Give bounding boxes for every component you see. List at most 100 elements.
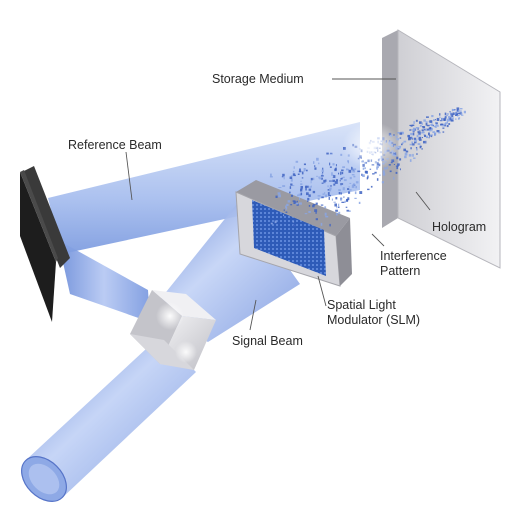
reference-beam [48,122,360,254]
interference-speckle [340,184,342,187]
interference-speckle [396,166,399,170]
interference-speckle [340,192,342,195]
interference-speckle [325,194,327,198]
interference-speckle [418,130,421,132]
interference-speckle [305,185,307,188]
interference-speckle [321,196,324,199]
interference-speckle [411,124,415,126]
interference-speckle [379,174,381,176]
interference-speckle [393,164,395,165]
interference-speckle [413,157,416,159]
interference-speckle [317,197,320,201]
interference-speckle [312,177,315,181]
interference-speckle [349,176,352,180]
interference-speckle [409,129,412,131]
interference-speckle [278,194,281,198]
interference-speckle [448,115,450,119]
interference-speckle [341,169,344,172]
interference-speckle [404,155,407,159]
interference-speckle [318,176,321,179]
interference-speckle [399,168,401,171]
interference-speckle [426,135,428,138]
interference-speckle [347,188,350,190]
interference-speckle [324,192,326,194]
interference-speckle [289,176,293,179]
interference-speckle [421,131,425,134]
mirror [20,166,70,322]
interference-speckle [334,168,337,171]
interference-speckle [296,200,298,203]
interference-speckle [420,132,423,134]
interference-speckle [409,124,412,126]
interference-speckle [329,180,332,182]
interference-speckle [442,127,445,129]
leader-slm [317,275,327,307]
interference-speckle [446,113,449,115]
interference-speckle [321,177,323,180]
interference-speckle [430,134,433,136]
interference-speckle [335,197,338,200]
interference-speckle [301,171,304,175]
interference-speckle [433,119,435,121]
interference-speckle [310,177,313,181]
interference-pattern-label-line2: Pattern [380,264,421,278]
interference-speckle [422,126,425,129]
leader-lines [125,78,431,331]
interference-pattern-label-line1: Interference [380,249,447,263]
interference-speckle [290,178,293,182]
interference-speckle [415,147,418,149]
interference-speckle [335,212,338,216]
interference-speckle [444,118,446,121]
beam-splitter-cube [130,290,216,370]
interference-speckle [452,112,455,115]
interference-speckle [426,128,429,131]
interference-speckle [316,157,319,161]
interference-speckle [409,143,413,146]
interference-speckle [290,204,293,206]
interference-speckle [282,185,286,187]
interference-speckle [292,170,295,173]
interference-speckle [438,131,441,134]
interference-speckle [327,189,331,191]
interference-speckle [416,153,418,155]
interference-speckle [430,127,433,131]
interference-speckle [297,194,299,197]
interference-speckle [333,183,336,186]
interference-speckle [416,134,419,138]
interference-speckle [414,139,417,143]
interference-speckle [326,152,329,155]
interference-speckle [429,127,432,129]
interference-speckle [320,175,324,177]
interference-speckle [313,161,315,164]
interference-speckle [307,197,310,201]
interference-speckle [286,203,289,207]
interference-speckle [359,191,363,194]
slm-label-line1: Spatial Light [327,298,396,312]
interference-speckle [329,188,332,192]
interference-speckle [446,124,449,128]
interference-speckle [292,173,296,176]
interference-speckle [456,108,459,112]
interference-speckle [434,132,437,136]
leader-hologram [415,191,431,211]
interference-speckle [452,109,455,111]
interference-speckle [435,122,438,124]
interference-speckle [274,220,277,224]
interference-speckle [290,194,293,197]
interference-speckle [332,179,336,182]
interference-speckle [383,167,387,170]
interference-speckle [452,109,454,111]
interference-speckle [428,137,430,139]
interference-speckle [411,141,413,144]
interference-speckle [329,153,333,155]
leader-interference [371,233,385,247]
interference-speckle [354,191,357,195]
interference-speckle [450,113,452,115]
interference-speckle [411,143,415,146]
interference-speckle [455,118,457,120]
interference-speckle [364,170,368,174]
interference-speckle [325,179,327,182]
interference-speckle [309,186,311,189]
hologram-label: Hologram [432,220,487,234]
